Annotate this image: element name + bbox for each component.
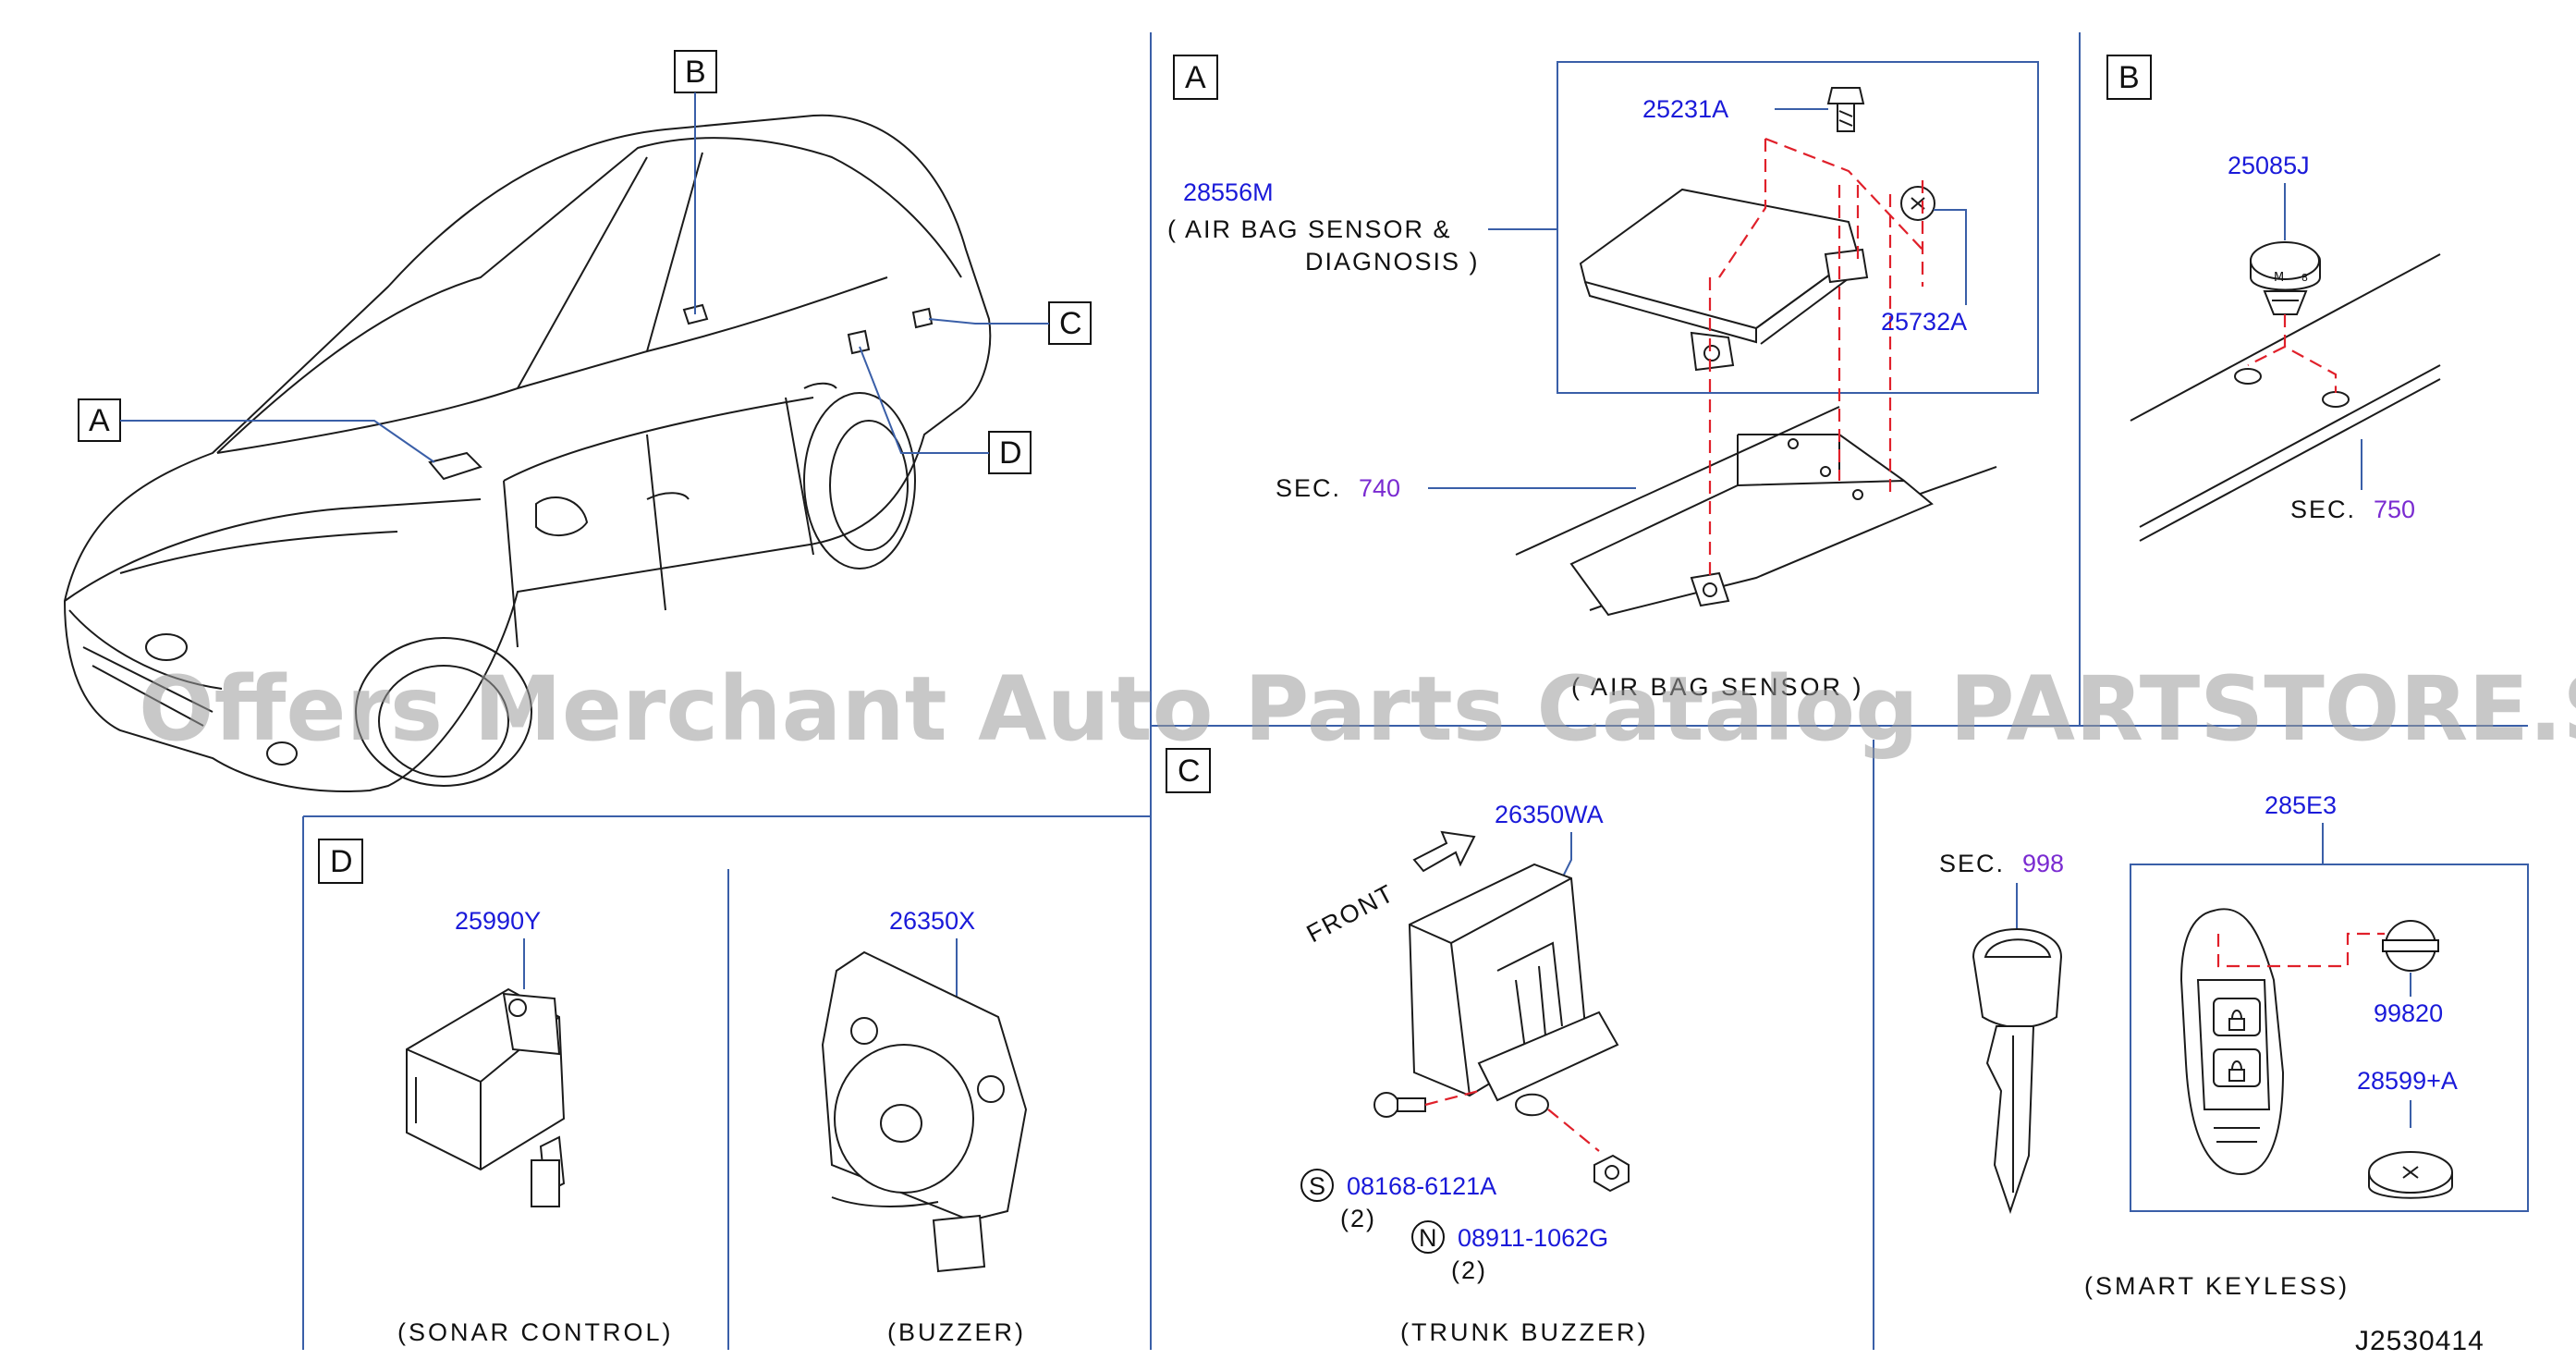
svg-text:N: N xyxy=(1419,1224,1439,1252)
svg-text:D: D xyxy=(999,435,1022,471)
svg-text:SEC.: SEC. xyxy=(2290,496,2356,523)
panel-keyless: SEC. 998 285E3 99820 28599+A (SMART KEYL… xyxy=(1939,791,2529,1300)
svg-text:SEC.: SEC. xyxy=(1276,474,1341,502)
svg-text:28599+A: 28599+A xyxy=(2357,1067,2458,1095)
svg-text:( AIR BAG SENSOR &: ( AIR BAG SENSOR & xyxy=(1167,215,1452,243)
watermark: Offers Merchant Auto Parts Catalog PARTS… xyxy=(139,657,2576,761)
svg-text:8: 8 xyxy=(2301,272,2308,284)
svg-text:25231A: 25231A xyxy=(1642,95,1728,123)
svg-text:M: M xyxy=(2274,271,2284,285)
svg-text:99820: 99820 xyxy=(2374,999,2443,1027)
svg-text:(TRUNK BUZZER): (TRUNK BUZZER) xyxy=(1400,1318,1648,1346)
svg-text:C: C xyxy=(1178,753,1201,789)
svg-text:C: C xyxy=(1059,306,1082,341)
svg-text:B: B xyxy=(685,55,706,90)
callout-A: A xyxy=(78,398,435,463)
svg-text:08911-1062G: 08911-1062G xyxy=(1458,1224,1608,1252)
car-overview xyxy=(63,114,992,792)
svg-text:FRONT: FRONT xyxy=(1302,878,1399,948)
callout-C: C xyxy=(928,301,1092,345)
svg-text:DIAGNOSIS ): DIAGNOSIS ) xyxy=(1305,248,1480,276)
svg-text:25732A: 25732A xyxy=(1881,308,1967,336)
svg-text:SEC.: SEC. xyxy=(1939,850,2005,877)
svg-text:(SMART KEYLESS): (SMART KEYLESS) xyxy=(2084,1272,2350,1300)
svg-text:( AIR BAG SENSOR ): ( AIR BAG SENSOR ) xyxy=(1571,673,1864,701)
svg-text:750: 750 xyxy=(2374,496,2415,523)
svg-text:(SONAR CONTROL): (SONAR CONTROL) xyxy=(397,1318,674,1346)
svg-text:(2): (2) xyxy=(1340,1205,1376,1232)
svg-text:998: 998 xyxy=(2022,850,2064,877)
svg-text:285E3: 285E3 xyxy=(2265,791,2337,819)
panel-d: D 25990Y (SONAR CONTROL) 26350X (BUZZER) xyxy=(318,839,1028,1346)
panel-a: A 25231A 28556M ( AIR xyxy=(1167,55,2039,701)
svg-text:B: B xyxy=(2118,60,2140,95)
diagram-id: J2530414 xyxy=(2355,1326,2484,1356)
panel-frames xyxy=(302,32,2528,1350)
svg-text:08168-6121A: 08168-6121A xyxy=(1347,1172,1496,1200)
svg-text:740: 740 xyxy=(1359,474,1400,502)
svg-text:(BUZZER): (BUZZER) xyxy=(887,1318,1026,1346)
svg-text:26350X: 26350X xyxy=(889,907,975,935)
svg-text:S: S xyxy=(1309,1172,1327,1200)
svg-text:25085J: 25085J xyxy=(2228,152,2310,179)
panel-c: C 26350WA FRONT S 08168-6121A (2) xyxy=(1166,748,1648,1346)
svg-text:D: D xyxy=(330,844,353,879)
fastener-n: N 08911-1062G (2) xyxy=(1411,1220,1608,1284)
svg-text:(2): (2) xyxy=(1451,1256,1487,1284)
svg-text:26350WA: 26350WA xyxy=(1495,801,1604,828)
callout-B: B xyxy=(674,50,717,314)
svg-text:25990Y: 25990Y xyxy=(455,907,541,935)
svg-text:A: A xyxy=(89,403,110,438)
svg-text:A: A xyxy=(1185,60,1206,95)
panel-b: B 25085J M 8 SEC. 750 xyxy=(2106,55,2441,542)
svg-text:28556M: 28556M xyxy=(1183,178,1274,206)
fastener-s: S 08168-6121A (2) xyxy=(1300,1169,1496,1232)
callout-D: D xyxy=(859,346,1032,474)
